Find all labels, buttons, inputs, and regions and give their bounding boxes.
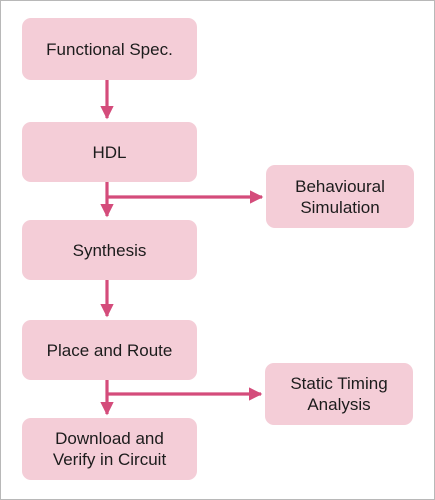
place-and-route-label: Place and Route [46,340,173,360]
static-timing-analysis-label: Static Timing Analysis [290,374,388,414]
functional-spec-box: Functional Spec. [22,18,197,80]
behavioural-simulation-label: Behavioural Simulation [295,176,385,217]
place-and-route-box: Place and Route [22,320,197,380]
static-timing-analysis-box: Static Timing Analysis [265,363,413,425]
functional-spec-label: Functional Spec. [46,39,173,59]
synthesis-box: Synthesis [22,220,197,280]
download-verify-box: Download and Verify in Circuit [22,418,197,480]
behavioural-simulation-box: Behavioural Simulation [266,165,414,228]
hdl-label: HDL [92,142,127,162]
synthesis-label: Synthesis [72,240,147,260]
hdl-box: HDL [22,122,197,182]
download-verify-label: Download and Verify in Circuit [52,429,167,469]
